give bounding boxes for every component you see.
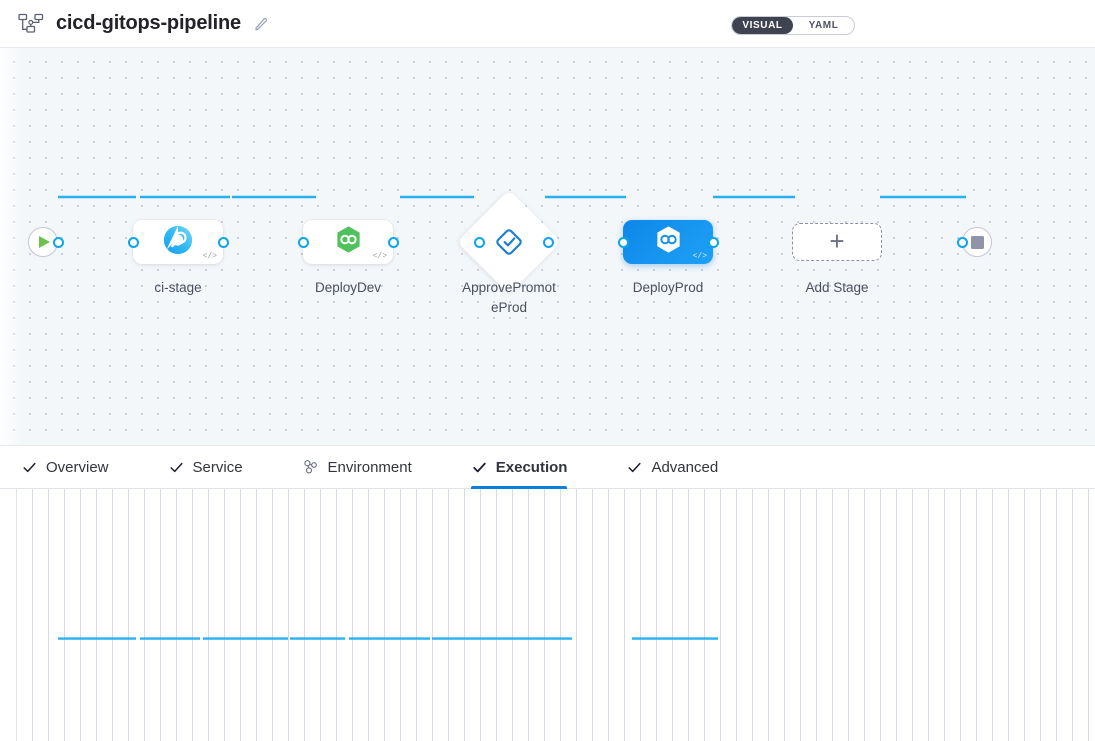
stage-label: DeployDev (314, 280, 382, 295)
tab-service[interactable]: Service (169, 446, 265, 488)
stage-node-deployprod[interactable]: </> DeployProd (617, 220, 719, 295)
code-badge: </> (372, 252, 387, 261)
stage-card[interactable]: </> (623, 220, 713, 264)
toggle-option-visual[interactable]: VISUAL (732, 17, 793, 34)
stage-label: ci-stage (154, 280, 202, 295)
kubernetes-hexagon-icon (653, 224, 684, 260)
page-header: cicd-gitops-pipeline VISUAL YAML (0, 0, 1095, 48)
stage-input-port[interactable] (297, 236, 309, 248)
header-left: cicd-gitops-pipeline (18, 12, 269, 35)
tab-label: Advanced (651, 458, 719, 476)
stage-config-tabs[interactable]: Overview Service Environ (0, 445, 1095, 489)
end-input-port[interactable] (956, 236, 968, 248)
stage-card[interactable]: </> (133, 220, 223, 264)
start-output-port[interactable] (53, 236, 64, 248)
stage-label: ApprovePromot eProd (462, 280, 556, 315)
stage-input-port[interactable] (474, 236, 485, 248)
tab-overview[interactable]: Overview (22, 446, 131, 488)
approval-stage-diamond[interactable] (456, 189, 562, 295)
stage-node-ci-stage[interactable]: </> ci-stage (127, 220, 229, 295)
check-icon (472, 460, 487, 475)
stage-node-deploydev[interactable]: </> DeployDev (297, 220, 399, 295)
execution-steps-canvas[interactable]: </> Update Release Repo (0, 489, 1095, 741)
stage-end-node[interactable] (956, 227, 992, 257)
tab-environment[interactable]: Environment (303, 446, 434, 488)
step-edges (58, 637, 718, 640)
tab-advanced[interactable]: Advanced (627, 446, 740, 488)
stage-output-port[interactable] (217, 236, 229, 248)
stage-input-port[interactable] (617, 236, 629, 248)
tab-label: Service (192, 458, 243, 476)
tab-label: Overview (46, 458, 109, 476)
toggle-option-yaml[interactable]: YAML (808, 20, 839, 31)
view-mode-toggle[interactable]: VISUAL YAML (731, 16, 855, 35)
code-badge: </> (692, 252, 707, 261)
stage-output-port[interactable] (543, 236, 554, 248)
pencil-edit-icon[interactable] (253, 16, 269, 32)
plus-icon: + (829, 225, 845, 256)
kubernetes-hexagon-icon (333, 224, 364, 260)
approval-diamond-icon (494, 227, 524, 257)
add-stage-node[interactable]: + Add Stage (792, 223, 882, 295)
page-title: cicd-gitops-pipeline (56, 12, 241, 34)
stage-start-node[interactable] (28, 227, 64, 257)
tab-label: Environment (327, 458, 412, 476)
tab-label: Execution (495, 458, 568, 476)
ci-build-icon (162, 224, 194, 261)
stage-label: DeployProd (632, 280, 704, 295)
stage-output-port[interactable] (387, 236, 399, 248)
stage-edges (58, 195, 966, 199)
pipeline-graph-icon (18, 13, 44, 35)
stage-node-approvepromoteprod[interactable]: ApprovePromot eProd (456, 189, 562, 315)
code-badge: </> (202, 252, 217, 261)
stop-icon (970, 235, 984, 249)
stage-card[interactable]: </> (303, 220, 393, 264)
add-stage-button[interactable]: + (792, 223, 882, 261)
stage-output-port[interactable] (707, 236, 719, 248)
check-icon (169, 460, 184, 475)
play-icon (39, 236, 50, 248)
add-stage-label: Add Stage (805, 280, 869, 295)
environment-cluster-icon (303, 459, 319, 475)
tab-execution[interactable]: Execution (470, 446, 590, 489)
check-icon (627, 460, 642, 475)
check-icon (22, 460, 37, 475)
stage-canvas[interactable]: </> ci-stage </> (0, 48, 1095, 445)
stage-input-port[interactable] (127, 236, 139, 248)
